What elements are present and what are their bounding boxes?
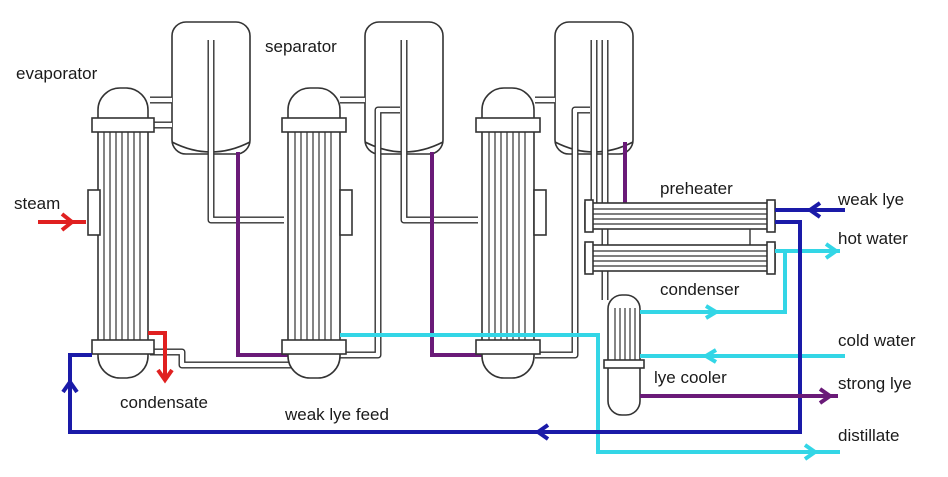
evaporator-3 [475,87,547,379]
evaporator-2 [281,87,353,379]
cold-water-label: cold water [838,331,916,350]
condenser-label: condenser [660,280,740,299]
water-lines [340,242,845,461]
condenser [584,229,776,275]
evaporator-label: evaporator [16,64,98,83]
weak-lye-lines [61,201,845,441]
separator-label: separator [265,37,337,56]
lye-cooler-label: lye cooler [654,368,727,387]
weak-lye-label: weak lye [837,190,904,209]
strong-lye-label: strong lye [838,374,912,393]
evaporator-1 [87,87,155,379]
strong-lye-out [640,387,838,405]
preheater-label: preheater [660,179,733,198]
lye-cooler [603,294,645,416]
steam-inlet [38,212,86,232]
condensate-outlet [148,331,174,384]
steam-label: steam [14,194,60,213]
preheater [584,199,776,233]
condensate-label: condensate [120,393,208,412]
hot-water-label: hot water [838,229,908,248]
strong-lye-recirculation [236,142,627,357]
weak-lye-feed-label: weak lye feed [284,405,389,424]
distillate-label: distillate [838,426,899,445]
